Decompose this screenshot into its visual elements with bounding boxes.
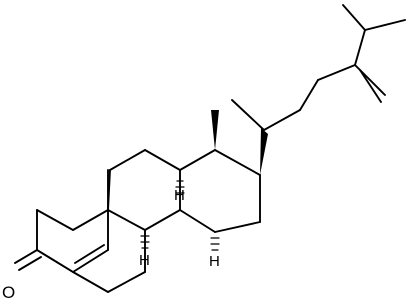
carbonyl-bond-1 xyxy=(14,249,38,264)
ring-c xyxy=(107,149,181,231)
c9-hydrogen-hash xyxy=(140,235,150,249)
c8-hydrogen-hash xyxy=(175,180,185,194)
c22-c23-bond xyxy=(299,79,319,111)
c18-methyl-wedge xyxy=(211,110,219,150)
carbonyl-bond-2 xyxy=(18,256,42,271)
c4-c5-double-bond-inner xyxy=(74,244,105,264)
c20-c22-bond xyxy=(263,109,301,131)
h-c9-label: H xyxy=(139,252,150,269)
c25-c26-bond xyxy=(342,4,366,31)
c3-c4-bond xyxy=(36,249,74,273)
c14-hydrogen-hash xyxy=(210,237,220,251)
c24-c25-bond xyxy=(354,29,366,66)
h-c8-label: H xyxy=(174,187,185,204)
c24-methylene-bond-2 xyxy=(359,69,382,103)
c25-c27-bond xyxy=(364,19,406,31)
ring-b xyxy=(72,209,146,293)
ring-d xyxy=(179,149,261,233)
ring-a xyxy=(36,209,109,273)
c20-c21-bond xyxy=(231,99,265,131)
c17-side-chain-wedge xyxy=(260,128,268,175)
h-c14-label: H xyxy=(209,253,220,270)
c23-c24-bond xyxy=(317,64,356,81)
oxygen-atom-label: O xyxy=(2,283,15,302)
